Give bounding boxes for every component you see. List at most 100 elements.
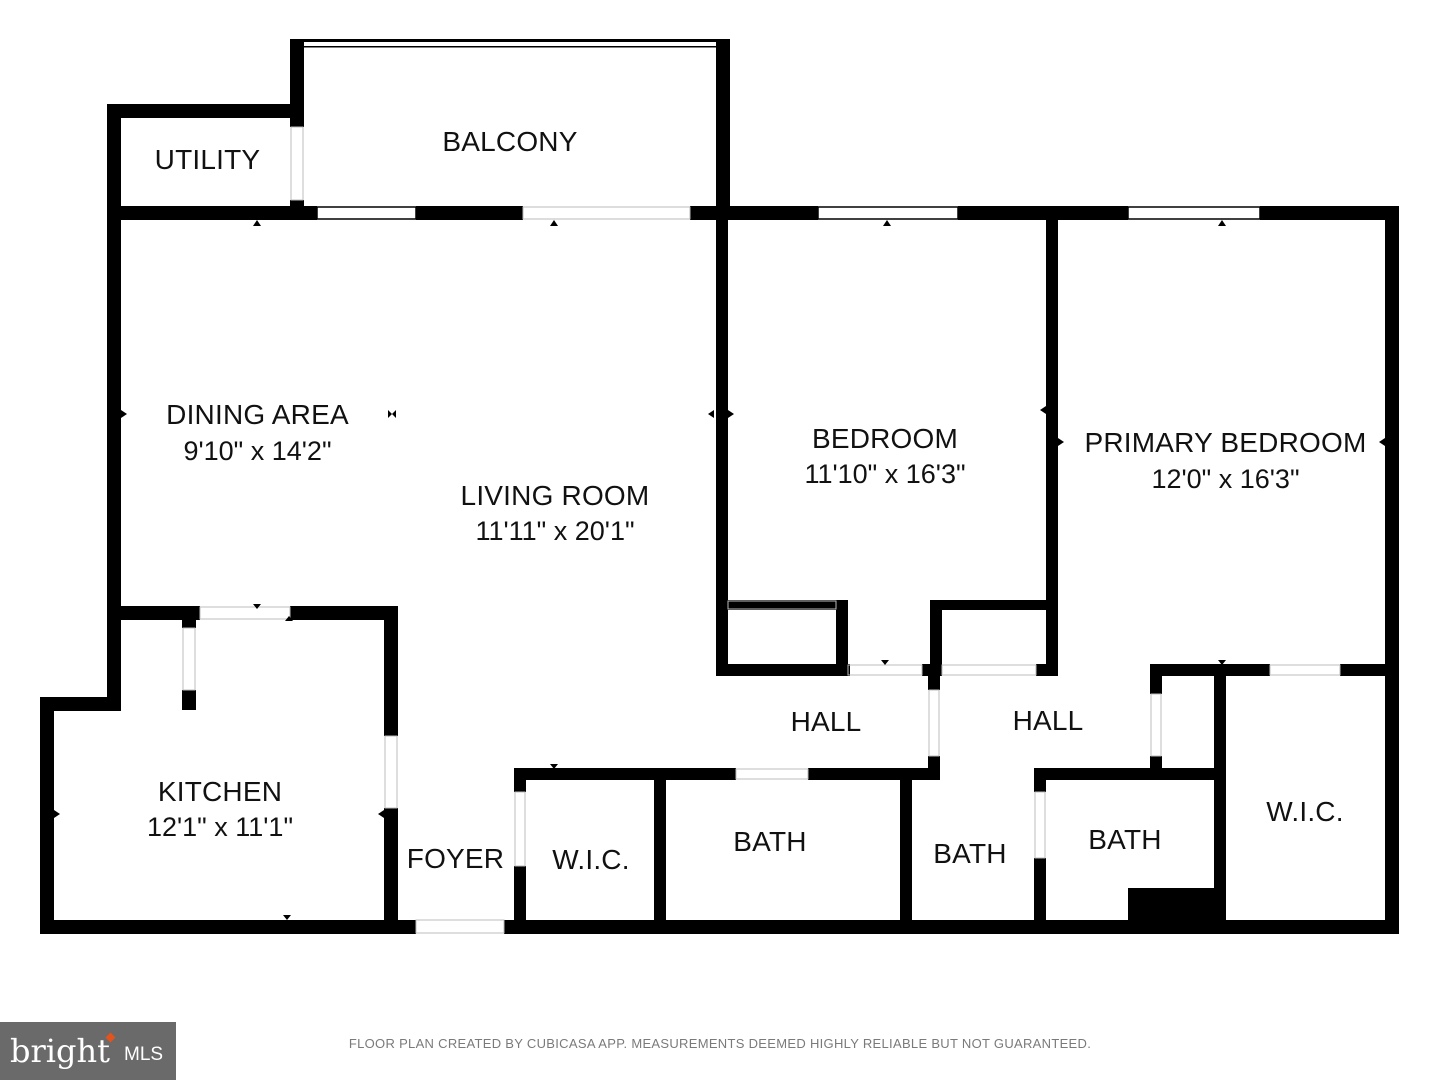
marker (253, 220, 261, 226)
wic-right-wall (1214, 664, 1226, 934)
room-label-bath-2: BATH (933, 838, 1007, 869)
walls (40, 39, 1399, 934)
room-dims-kitchen: 12'1" x 11'1" (146, 812, 294, 842)
balcony-rail-top (290, 39, 730, 42)
bath1-wall-right (900, 768, 912, 934)
room-label-living: LIVING ROOM (460, 480, 650, 511)
top-wall-seg-1 (107, 206, 317, 220)
kitchen-nook-wall-top (182, 612, 196, 628)
kitchen-nook-top (107, 606, 200, 620)
hall-wall-mid (928, 676, 940, 690)
lower-row-top-1 (514, 768, 736, 780)
closet-2-bottom (1036, 664, 1058, 676)
marker (1058, 438, 1064, 446)
kitchen-wall-right-top (384, 606, 398, 736)
bath1-door (735, 768, 809, 780)
kitchen-nook-wall-low (182, 690, 196, 710)
room-label-hall-left: HALL (790, 706, 862, 737)
top-wall-seg-5 (1260, 206, 1399, 220)
bottom-wall-left (40, 920, 416, 934)
utility-wall-top (107, 104, 304, 118)
bedroom-door (847, 664, 923, 676)
room-label-kitchen: KITCHEN (157, 776, 283, 807)
front-door (415, 919, 505, 934)
openings (182, 126, 1341, 934)
closet-1-top (716, 600, 846, 610)
primary-door (941, 664, 1037, 676)
wic-left-wall-left-low (514, 866, 526, 934)
top-wall-seg-3 (690, 206, 818, 220)
balcony-door (522, 206, 691, 220)
kitchen-side-opening (384, 735, 398, 809)
balcony-rail-inner (304, 46, 716, 48)
marker (1218, 220, 1226, 226)
linen-opening (1150, 693, 1162, 757)
marker (1379, 438, 1385, 446)
lower-row-top-3 (1034, 768, 1224, 780)
marker (285, 616, 293, 621)
kitchen-wall-right-low (384, 808, 398, 934)
bath1-wall-left (654, 768, 666, 934)
window-1 (316, 206, 417, 220)
primary-wall-lower-left (1150, 664, 1270, 676)
marker (1040, 406, 1046, 414)
closet-bottom-wall (716, 664, 850, 676)
room-label-utility: UTILITY (154, 144, 261, 175)
room-label-bath-3: BATH (1088, 824, 1162, 855)
bottom-wall-right (504, 920, 1399, 934)
room-dims-dining: 9'10" x 14'2" (183, 436, 332, 466)
marker (550, 764, 558, 769)
dimension-markers (54, 220, 1385, 920)
closet-1-right (836, 600, 848, 676)
closet-2-left (930, 600, 942, 676)
kitchen-nook-top-right (290, 606, 396, 620)
wic-right-door (1269, 664, 1341, 676)
bath3-wall-left (1034, 768, 1046, 792)
marker (550, 220, 558, 226)
room-label-wic-right: W.I.C. (1266, 796, 1344, 827)
outer-wall-left-upper (107, 104, 121, 704)
marker (883, 220, 891, 226)
room-label-primary-bedroom: PRIMARY BEDROOM (1084, 427, 1367, 458)
kitchen-wall-top-outer (40, 697, 121, 711)
bedroom-wall-left (716, 206, 728, 676)
primary-wall-lower-right (1340, 664, 1399, 676)
disclaimer-text: FLOOR PLAN CREATED BY CUBICASA APP. MEAS… (348, 1036, 1092, 1051)
hall-opening (928, 689, 940, 757)
window-3 (1127, 206, 1261, 220)
marker (881, 660, 889, 665)
marker (54, 810, 60, 818)
marker (253, 604, 261, 609)
top-windows (316, 206, 1261, 220)
utility-door (290, 126, 304, 201)
marker (1218, 660, 1226, 665)
kitchen-wall-left (40, 697, 54, 934)
room-label-hall-right: HALL (1012, 705, 1084, 736)
wic-left-wall-left (514, 768, 526, 792)
logo-suffix: MLS (124, 1044, 164, 1065)
closet-1-door (727, 600, 837, 610)
marker (378, 810, 384, 818)
room-dims-primary-bedroom: 12'0" x 16'3" (1151, 464, 1300, 494)
room-label-bath-1: BATH (733, 826, 807, 857)
bath3-wall-left-low (1034, 858, 1046, 934)
nook-opening (182, 627, 196, 691)
room-label-dining: DINING AREA (166, 399, 349, 430)
closet-2-top (930, 600, 1058, 610)
wic-left-door (514, 791, 526, 867)
room-label-balcony: BALCONY (442, 126, 578, 157)
marker (283, 915, 291, 920)
marker (121, 410, 127, 418)
bedroom-wall-right (1046, 206, 1058, 676)
room-label-bedroom: BEDROOM (811, 423, 959, 454)
kitchen-opening (199, 606, 291, 620)
room-label-foyer: FOYER (406, 843, 505, 874)
bath3-fixture (1128, 888, 1224, 934)
outer-wall-right (1385, 206, 1399, 934)
room-dims-bedroom: 11'10" x 16'3" (804, 459, 966, 489)
top-wall-seg-2 (416, 206, 523, 220)
bath3-door (1034, 791, 1046, 859)
balcony-wall-right (716, 39, 730, 215)
top-wall-seg-4 (958, 206, 1128, 220)
